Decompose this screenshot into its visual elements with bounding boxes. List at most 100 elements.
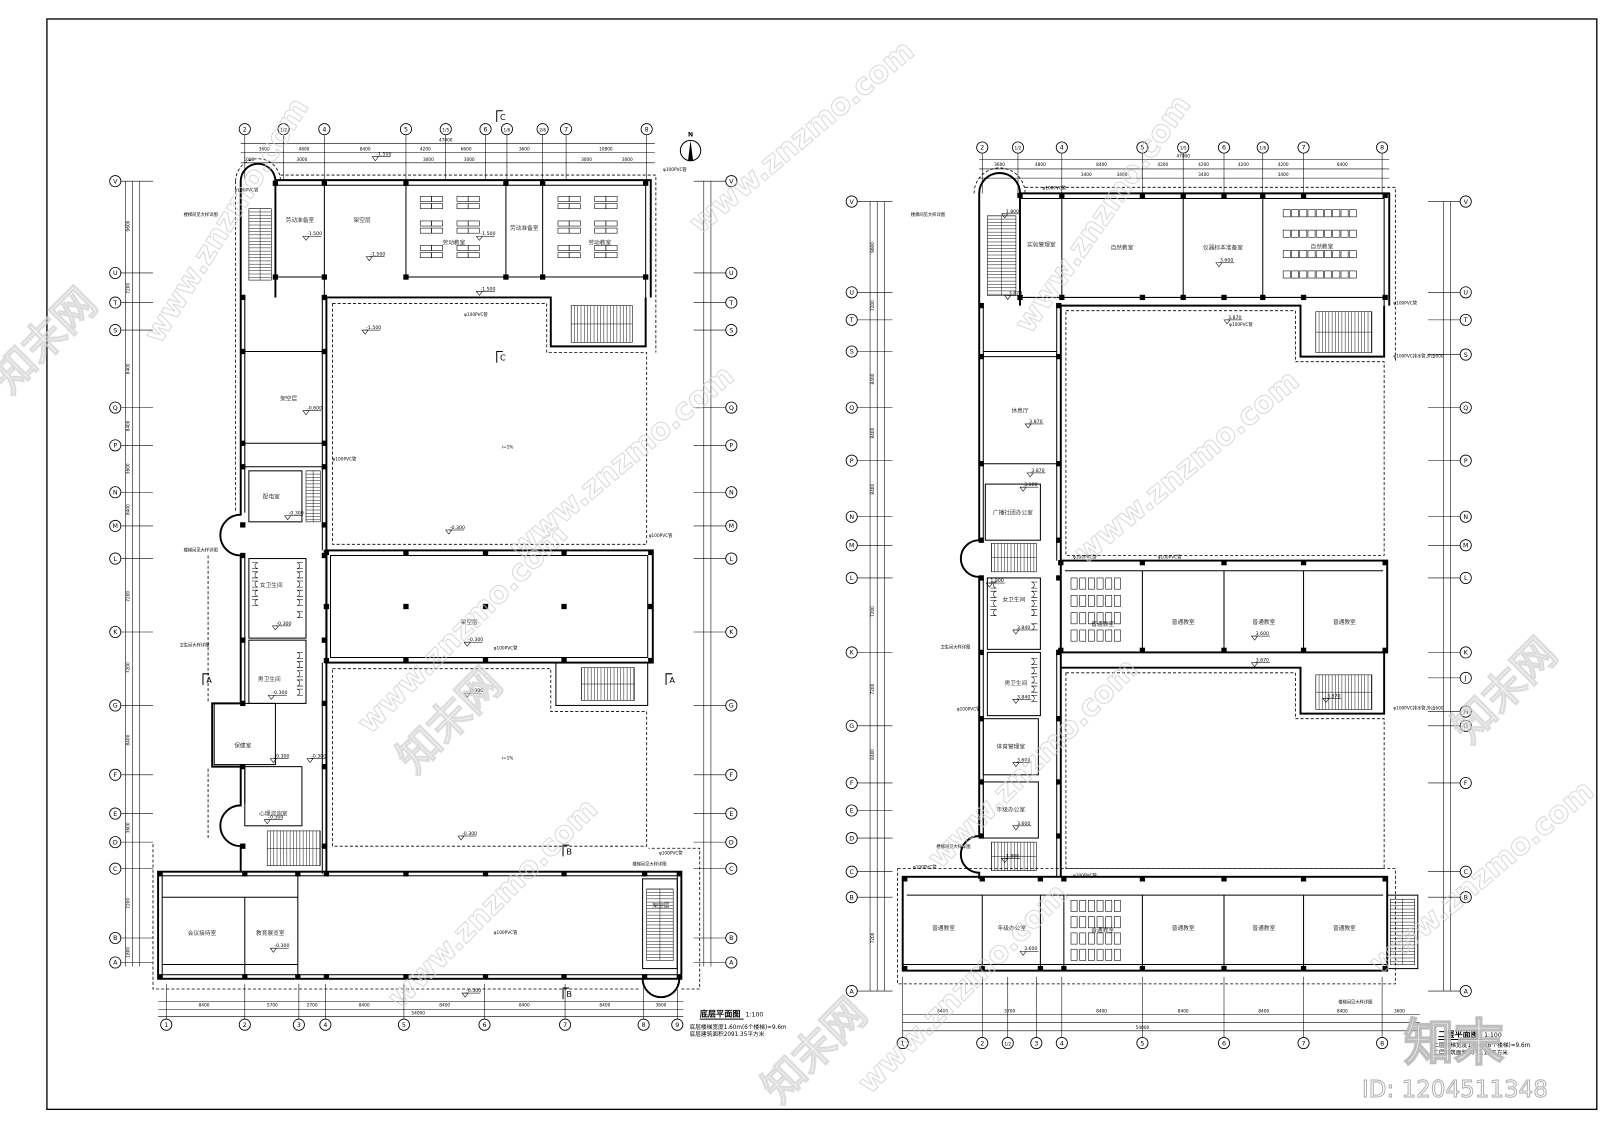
grid-axis-bottom: 8 — [637, 983, 650, 1031]
dimension-value: 8400 — [937, 1008, 948, 1014]
grid-axis-label: N — [729, 490, 734, 497]
column — [902, 876, 908, 882]
grid-axis-bubble — [845, 832, 858, 845]
grid-axis-bottom: 4 — [319, 983, 332, 1031]
annotation-text: 卫生间大样详图 — [940, 643, 970, 650]
stair-treads — [991, 542, 1037, 573]
room-label: 心理咨询室 — [259, 810, 288, 818]
grid-axis-left: S — [109, 324, 153, 337]
elevation-mark: -0.300 — [461, 988, 481, 998]
column — [1139, 294, 1146, 301]
annotation-text: φ100PVC管 — [1393, 300, 1417, 307]
grid-axis-right: V — [693, 175, 738, 188]
column — [641, 871, 648, 877]
dimension-value: 8400 — [126, 363, 132, 374]
grid-axis-bubble — [277, 123, 290, 136]
column — [1221, 192, 1227, 199]
grid-axis-bubble — [1376, 1037, 1389, 1050]
grid-axis-bubble — [439, 123, 452, 136]
grid-axis-left: T — [845, 313, 893, 326]
column — [539, 274, 546, 280]
grid-axis-label: 6 — [1222, 1040, 1226, 1047]
grid-axis-label: 4 — [323, 1022, 327, 1029]
grid-axis-bottom: 3 — [1030, 976, 1043, 1050]
column — [978, 537, 984, 543]
column — [676, 974, 682, 980]
elevation-value: 3.870 — [1029, 419, 1042, 425]
grid-axis-bubble — [671, 1018, 684, 1031]
column — [403, 871, 409, 877]
grid-axis-bubble — [536, 123, 549, 136]
grid-axis-bottom: 5 — [397, 983, 410, 1031]
grid-axis-bottom: 2 — [976, 976, 989, 1050]
grid-axis-label: 5 — [1140, 145, 1144, 152]
elevation-value: -1.500 — [307, 231, 322, 237]
column — [1056, 537, 1062, 543]
column — [157, 974, 163, 980]
grid-axis-label: F — [850, 780, 854, 787]
grid-axis-bubble — [725, 862, 738, 875]
grid-axis-label: A — [729, 960, 734, 967]
dimension-value: 8400 — [1096, 1008, 1107, 1014]
grid-axis-label: T — [728, 300, 733, 307]
annotation-text: φ100PVC管 — [494, 929, 518, 936]
room-label: 休息厅 — [1011, 407, 1028, 415]
column — [321, 348, 328, 355]
grid-axis-left: Q — [109, 401, 153, 414]
elevation-value: 3.870 — [1009, 290, 1022, 296]
grid-axis-left: S — [845, 345, 893, 358]
column — [240, 294, 246, 301]
column — [403, 603, 409, 610]
annotation-text: φ100PVC管 — [333, 456, 357, 463]
grid-axis-bottom: 2 — [238, 983, 251, 1031]
plan-title-block: 底层平面图 1:100 底层楼梯宽度1.60m(6个楼梯)=9.6m 底层建筑面… — [690, 1009, 788, 1038]
grid-axis-bubble — [109, 519, 122, 532]
elevation-value: -0.300 — [462, 831, 477, 837]
column — [157, 871, 163, 877]
dimension-value: 3600 — [519, 147, 530, 153]
column — [321, 700, 328, 707]
elevation-mark: -1.500 — [302, 231, 322, 241]
grid-axis-left: Q — [845, 401, 893, 414]
dimension-value: 3600 — [126, 463, 132, 474]
desk-grid — [594, 220, 618, 234]
annotation-text: φ100PVC排水管,外出600 — [1393, 353, 1444, 360]
column — [1056, 779, 1062, 785]
grid-axis-left: D — [109, 836, 153, 849]
room-label: 会议接待室 — [188, 929, 217, 937]
room-label: 配电室 — [263, 492, 280, 500]
column — [1382, 965, 1388, 972]
column — [1059, 192, 1065, 199]
elevation-value: -1.500 — [370, 252, 385, 258]
elevation-value: 1.800 — [1006, 853, 1019, 859]
annotation-text: φ100PVC管 — [1229, 321, 1253, 328]
grid-axis-bubble — [725, 439, 738, 452]
grid-axis-label: T — [1463, 317, 1468, 324]
grid-axis-top: 5 — [399, 123, 412, 181]
column — [272, 180, 279, 186]
grid-axis-label: 8 — [1380, 145, 1384, 152]
grid-axis-bubble — [976, 141, 989, 154]
dimension-value: 3000 — [581, 157, 592, 163]
grid-axis-top: 2/6 — [536, 123, 549, 181]
column — [1382, 559, 1388, 566]
column — [1058, 559, 1064, 566]
elevation-value: 3.840 — [1017, 694, 1030, 700]
grid-axis-label: U — [113, 270, 118, 277]
grid-axis-bubble — [109, 956, 122, 969]
dimension-value: 3400 — [1278, 172, 1289, 178]
grid-axis-bubble — [109, 296, 122, 309]
grid-axis-label: K — [1464, 650, 1469, 657]
grid-axis-bottom: 7 — [559, 983, 572, 1031]
elevation-value: -0.300 — [276, 621, 291, 627]
grid-axis-label: Q — [113, 405, 118, 412]
grid-axis-label: N — [113, 490, 118, 497]
grid-axis-label: P — [850, 458, 854, 465]
column — [539, 180, 546, 186]
column — [323, 549, 330, 556]
column — [978, 353, 984, 360]
toilet-fixtures — [1031, 658, 1038, 702]
column — [1056, 302, 1062, 309]
grid-axis-bubble — [1256, 141, 1269, 154]
grid-axis-label: L — [850, 575, 854, 582]
